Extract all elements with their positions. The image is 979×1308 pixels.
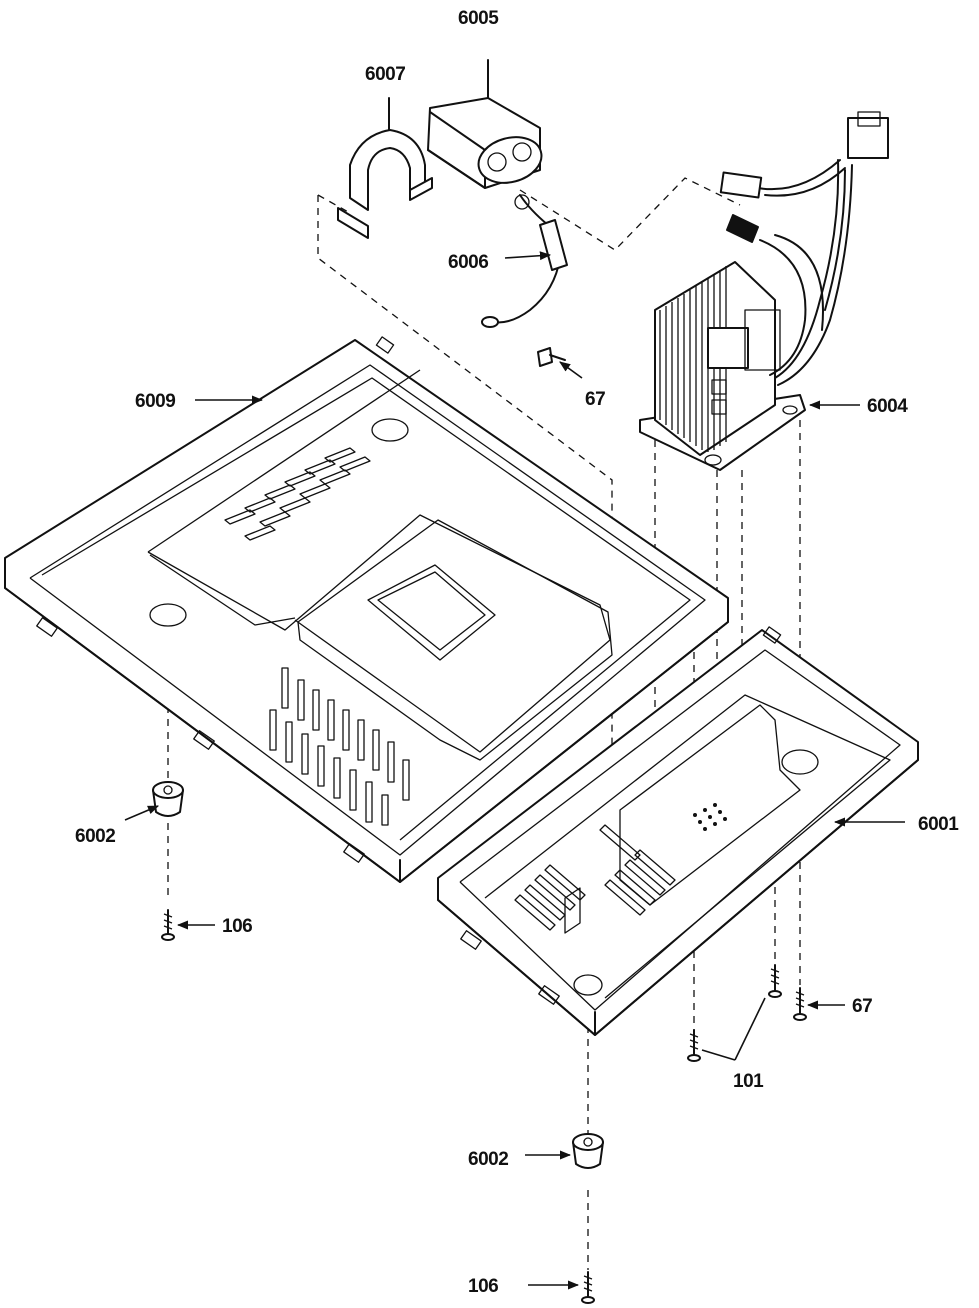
callout-labels: 6005 6007 6006 67 6009 6004 6001 6002 10… [75, 8, 960, 1297]
callout-6002-bottom: 6002 [468, 1149, 508, 1170]
foot-6002-bottom [572, 1133, 604, 1169]
foot-6002-left [152, 781, 184, 817]
tray-6001 [437, 626, 919, 1036]
screw-101-right [768, 964, 782, 998]
callout-106-left: 106 [222, 916, 252, 937]
callout-67-top: 67 [585, 389, 605, 410]
leader-lines [124, 251, 905, 1290]
screw-106-left [161, 909, 175, 941]
base-plate-6009 [4, 336, 729, 883]
callout-6004: 6004 [867, 396, 908, 417]
callout-6007: 6007 [365, 64, 405, 85]
transformer-6004 [639, 111, 889, 471]
callout-6002-left: 6002 [75, 826, 115, 847]
callout-6006: 6006 [448, 252, 488, 273]
callout-101: 101 [733, 1071, 764, 1092]
callout-106-bottom: 106 [468, 1276, 498, 1297]
callout-67-bottom: 67 [852, 996, 872, 1017]
screw-101-left [687, 1029, 701, 1062]
diode-6006 [481, 194, 568, 328]
screw-67-top [537, 347, 566, 367]
callout-6005: 6005 [458, 8, 499, 29]
capacitor-6005 [427, 59, 543, 189]
screw-67-bottom [793, 987, 807, 1021]
bracket-6007 [337, 97, 433, 239]
screw-106-bottom [581, 1271, 595, 1304]
callout-6009: 6009 [135, 391, 175, 412]
callout-6001: 6001 [918, 814, 959, 835]
